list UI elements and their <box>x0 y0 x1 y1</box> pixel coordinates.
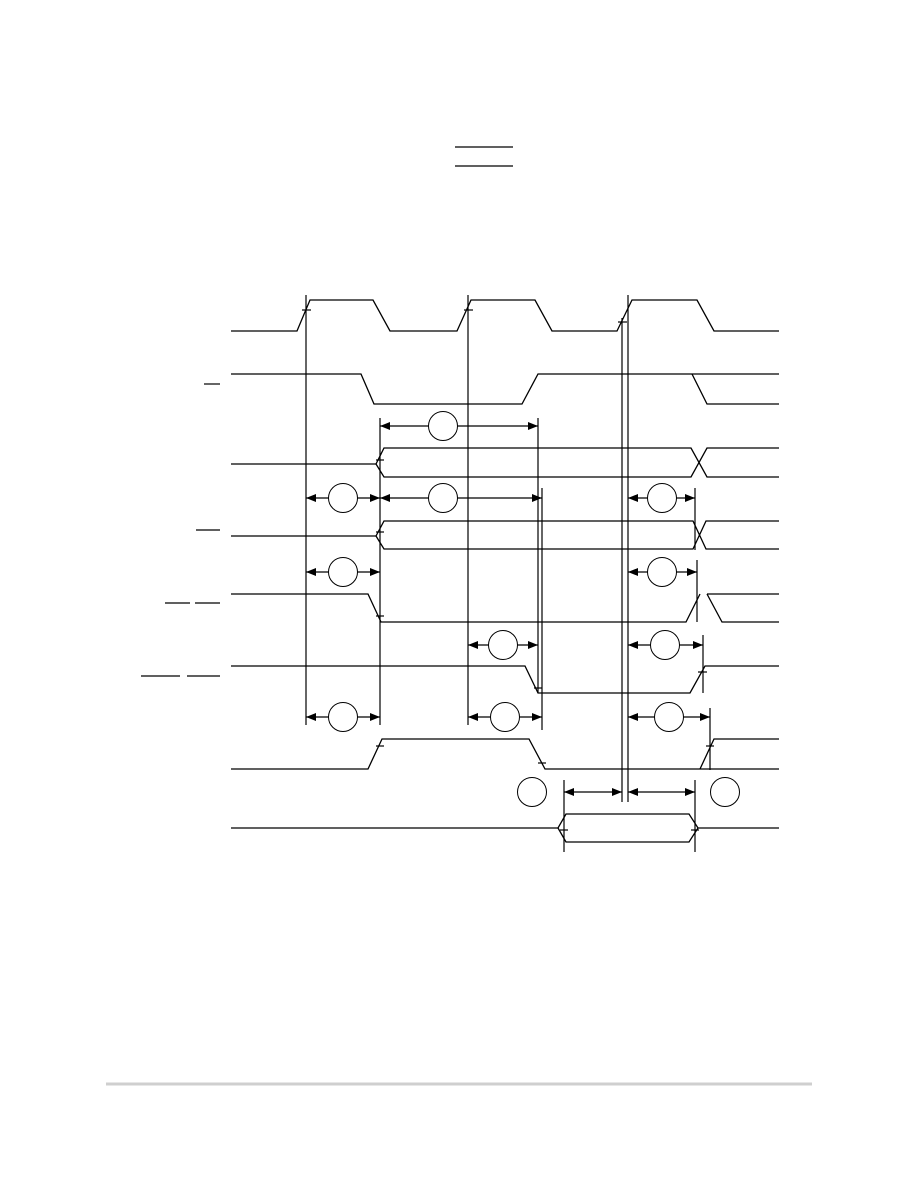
arrowhead <box>628 568 638 576</box>
signal-3-bus-lower <box>375 447 779 478</box>
arrowhead <box>628 641 638 649</box>
signal-3-bus-upper <box>375 447 779 478</box>
timing-marker-1 <box>428 411 458 441</box>
arrowhead <box>628 494 638 502</box>
arrowhead <box>370 494 380 502</box>
signal-5-tail <box>706 593 779 623</box>
arrowhead <box>468 641 478 649</box>
arrowhead <box>380 494 390 502</box>
arrowhead <box>528 641 538 649</box>
signal-8-waveform <box>231 813 779 829</box>
signal-2-tail <box>691 373 779 405</box>
arrowhead <box>693 641 703 649</box>
edge-ticks <box>302 309 714 831</box>
timing-markers <box>328 411 740 807</box>
signal-4-bus-lower <box>375 520 779 550</box>
signal-2-waveform <box>231 373 779 405</box>
arrowhead <box>532 494 542 502</box>
signal-1-clock <box>231 299 779 332</box>
arrowhead <box>370 568 380 576</box>
arrowhead <box>685 494 695 502</box>
arrowhead <box>380 422 390 430</box>
signal-7-waveform <box>231 738 779 770</box>
timing-marker-3 <box>428 483 458 513</box>
arrowhead <box>306 494 316 502</box>
arrowhead <box>528 422 538 430</box>
signal-8-window-lower <box>557 827 699 843</box>
signal-4-bus-upper <box>375 520 779 550</box>
timing-marker-6 <box>647 557 677 587</box>
arrowhead <box>532 713 542 721</box>
timing-marker-8 <box>650 630 680 660</box>
timing-marker-5 <box>328 557 358 587</box>
arrowhead <box>685 788 695 796</box>
signal-6-waveform <box>231 665 779 694</box>
timing-marker-10 <box>490 702 520 732</box>
timing-marker-4 <box>647 483 677 513</box>
arrowhead <box>564 788 574 796</box>
arrowhead <box>700 713 710 721</box>
timing-marker-9 <box>328 702 358 732</box>
timing-marker-2 <box>328 483 358 513</box>
arrowhead <box>306 568 316 576</box>
arrowhead <box>370 713 380 721</box>
signal-7-tail <box>699 738 779 770</box>
timing-marker-12 <box>517 777 547 807</box>
arrowhead <box>612 788 622 796</box>
arrowhead <box>628 788 638 796</box>
arrowhead <box>306 713 316 721</box>
arrowhead <box>628 713 638 721</box>
timing-marker-11 <box>654 702 684 732</box>
timing-marker-13 <box>710 777 740 807</box>
signal-5-waveform <box>231 593 701 623</box>
timing-arrows <box>306 422 710 796</box>
timing-marker-7 <box>488 630 518 660</box>
arrowhead <box>687 568 697 576</box>
arrowhead <box>468 713 478 721</box>
